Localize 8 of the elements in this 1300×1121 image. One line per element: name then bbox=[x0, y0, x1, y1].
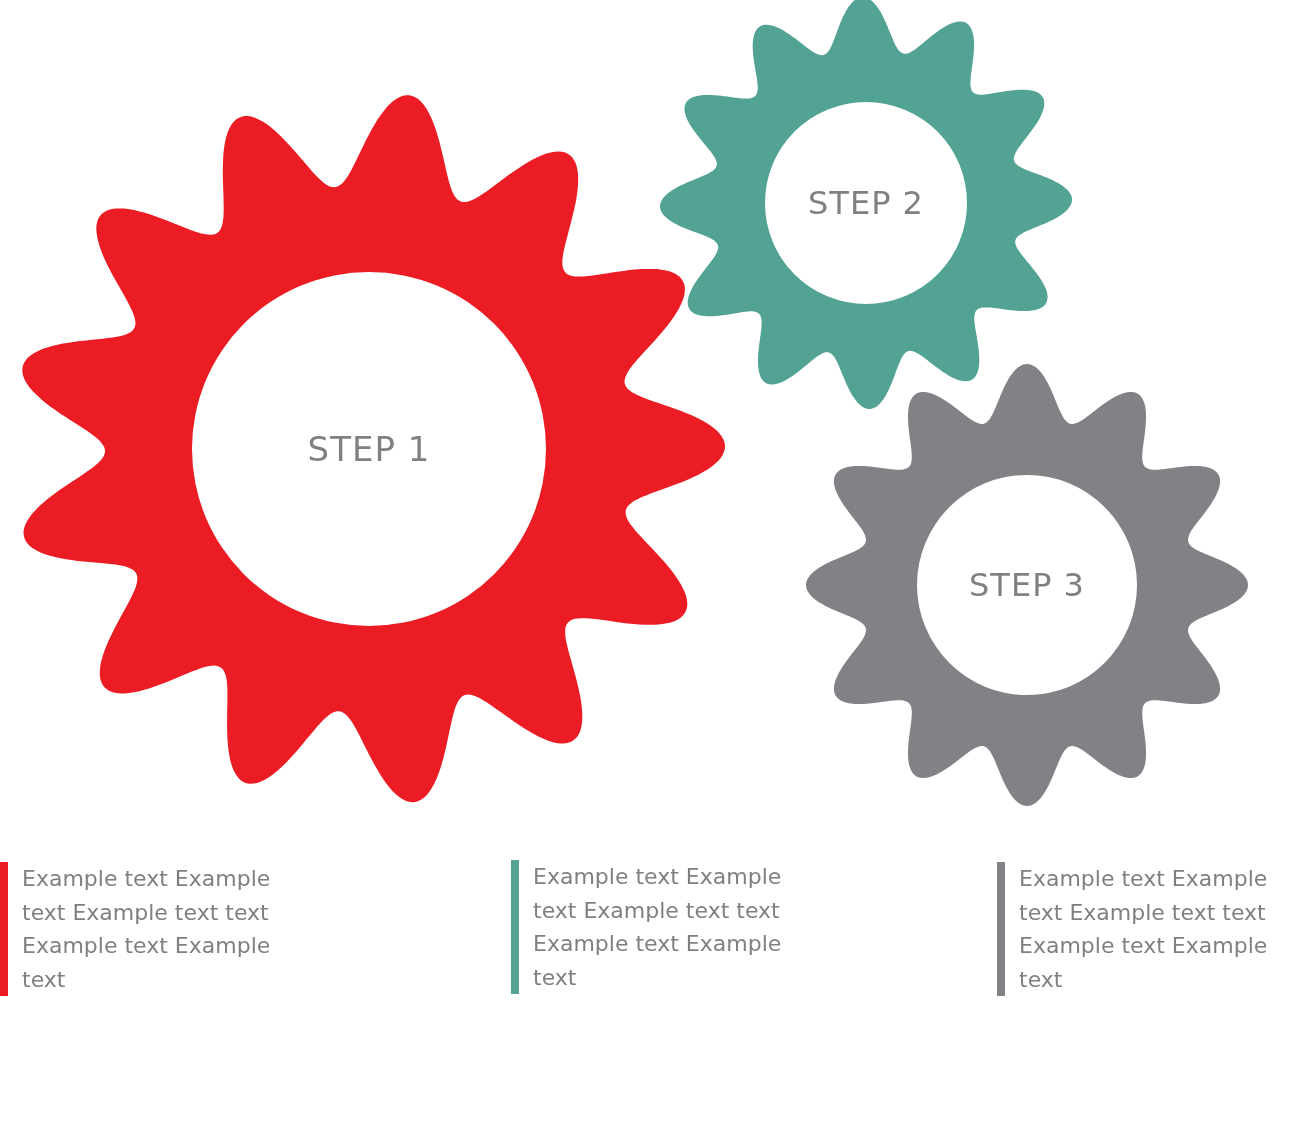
text-block: Example text Example text Example text text Example text Example text bbox=[0, 862, 300, 996]
gear-shape bbox=[658, 0, 1074, 411]
text-block: Example text Example text Example text text Example text Example text bbox=[997, 862, 1297, 996]
text-block: Example text Example text Example text text Example text Example text bbox=[511, 860, 811, 994]
step-label: STEP 1 bbox=[307, 429, 431, 469]
step-label: STEP 2 bbox=[808, 184, 924, 222]
step-label: STEP 3 bbox=[969, 566, 1085, 604]
gear-shape bbox=[804, 362, 1250, 808]
